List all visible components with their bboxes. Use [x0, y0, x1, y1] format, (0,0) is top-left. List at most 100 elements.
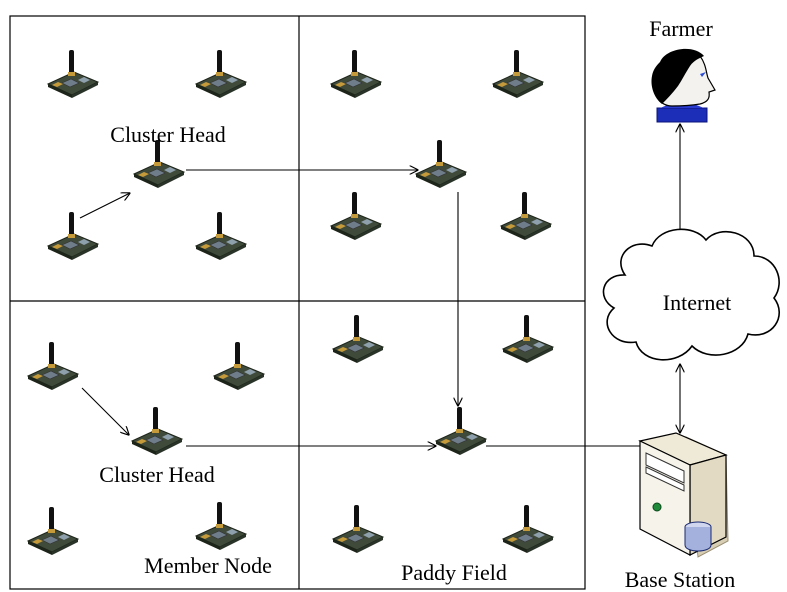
- sensor-antenna: [352, 192, 357, 216]
- sensor-board-side: [525, 224, 551, 240]
- sensor-chip: [61, 78, 80, 88]
- sensor-chip-small: [78, 239, 90, 245]
- base-station-server-icon: [638, 432, 729, 558]
- sensor-antenna: [354, 505, 359, 529]
- sensor-antenna-base: [523, 337, 530, 341]
- sensor-node-icon: [331, 315, 385, 363]
- label-cluster-head-top: Cluster Head: [110, 122, 225, 147]
- sensor-node-icon: [194, 212, 248, 260]
- sensor-board-edge: [48, 84, 72, 98]
- sensor-chip-small: [58, 369, 70, 375]
- sensor-board-side: [527, 537, 553, 553]
- sensor-connector: [200, 244, 211, 249]
- sensor-node-icon: [329, 50, 383, 98]
- sensor-board-edge: [28, 376, 52, 390]
- sensor-antenna: [217, 50, 222, 74]
- sensor-chip: [516, 533, 535, 543]
- sensor-board-side: [220, 82, 246, 98]
- sensor-antenna-base: [523, 527, 530, 531]
- sensor-chip-small: [226, 529, 238, 535]
- sensor-board-side: [357, 537, 383, 553]
- sensor-board-side: [355, 82, 381, 98]
- paddy-field-grid: [9, 15, 586, 590]
- sensor-node-icon: [414, 140, 468, 188]
- sensor-node-icon: [501, 505, 555, 553]
- sensor-antenna-base: [48, 364, 55, 368]
- sensor-antenna-base: [234, 364, 241, 368]
- sensor-chip: [209, 530, 228, 540]
- sensor-node-icon: [329, 192, 383, 240]
- sensor-chip: [145, 435, 164, 445]
- sensor-antenna-base: [152, 429, 159, 433]
- sensor-board-side: [156, 439, 182, 455]
- sensor-chip-small: [531, 219, 543, 225]
- sensor-antenna: [49, 342, 54, 366]
- sensor-antenna-base: [456, 429, 463, 433]
- sensor-antenna: [524, 505, 529, 529]
- sensor-chip-small: [226, 77, 238, 83]
- sensor-connector: [52, 244, 63, 249]
- farmer-icon: [651, 48, 716, 123]
- sensor-chip-small: [363, 342, 375, 348]
- sensor-antenna-base: [154, 162, 161, 166]
- sensor-chip-small: [361, 219, 373, 225]
- sensor-board-side: [52, 374, 78, 390]
- field-border: [9, 15, 586, 590]
- sensor-connector: [337, 347, 348, 352]
- database-body: [684, 527, 712, 552]
- internet-cloud-icon: [602, 228, 780, 361]
- sensor-chip: [209, 78, 228, 88]
- sensor-board-side: [355, 224, 381, 240]
- sensor-antenna-base: [68, 72, 75, 76]
- sensor-board-edge: [331, 226, 355, 240]
- sensor-chip-small: [226, 239, 238, 245]
- sensor-chip-small: [466, 434, 478, 440]
- sensor-node-icon: [26, 342, 80, 390]
- sensor-chip-small: [361, 77, 373, 83]
- sensor-connector: [440, 439, 451, 444]
- sensor-chip: [41, 535, 60, 545]
- sensor-antenna-base: [48, 529, 55, 533]
- sensor-board-edge: [503, 349, 527, 363]
- sensor-chip: [147, 168, 166, 178]
- sensor-chip: [429, 168, 448, 178]
- sensor-antenna-base: [353, 337, 360, 341]
- sensor-chip: [506, 78, 525, 88]
- sensor-board-side: [517, 82, 543, 98]
- label-cluster-head-bottom: Cluster Head: [99, 462, 214, 487]
- sensor-antenna: [235, 342, 240, 366]
- sensor-board-edge: [333, 349, 357, 363]
- sensor-antenna-base: [521, 214, 528, 218]
- sensor-nodes: [26, 50, 555, 555]
- connections: [79, 124, 680, 446]
- sensor-antenna: [69, 212, 74, 236]
- sensor-node-icon: [46, 50, 100, 98]
- cloud-shape: [602, 228, 780, 361]
- sensor-node-icon: [434, 407, 488, 455]
- sensor-chip: [227, 370, 246, 380]
- sensor-antenna-base: [216, 524, 223, 528]
- sensor-connector: [335, 82, 346, 87]
- sensor-chip: [41, 370, 60, 380]
- farmer-shirt: [656, 107, 708, 123]
- sensor-connector: [507, 347, 518, 352]
- sensor-chip: [61, 240, 80, 250]
- sensor-antenna-base: [68, 234, 75, 238]
- sensor-antenna-base: [513, 72, 520, 76]
- sensor-chip: [516, 343, 535, 353]
- sensor-antenna: [155, 140, 160, 164]
- sensor-board-side: [238, 374, 264, 390]
- sensor-chip-small: [58, 534, 70, 540]
- sensor-connector: [32, 539, 43, 544]
- sensor-connector: [138, 172, 149, 177]
- sensor-node-icon: [132, 140, 186, 188]
- sensor-antenna: [437, 140, 442, 164]
- sensor-antenna-base: [351, 72, 358, 76]
- sensor-node-icon: [130, 407, 184, 455]
- sensor-chip-small: [523, 77, 535, 83]
- sensor-connector: [218, 374, 229, 379]
- sensor-board-edge: [503, 539, 527, 553]
- label-paddy-field: Paddy Field: [401, 560, 507, 585]
- sensor-board-side: [220, 244, 246, 260]
